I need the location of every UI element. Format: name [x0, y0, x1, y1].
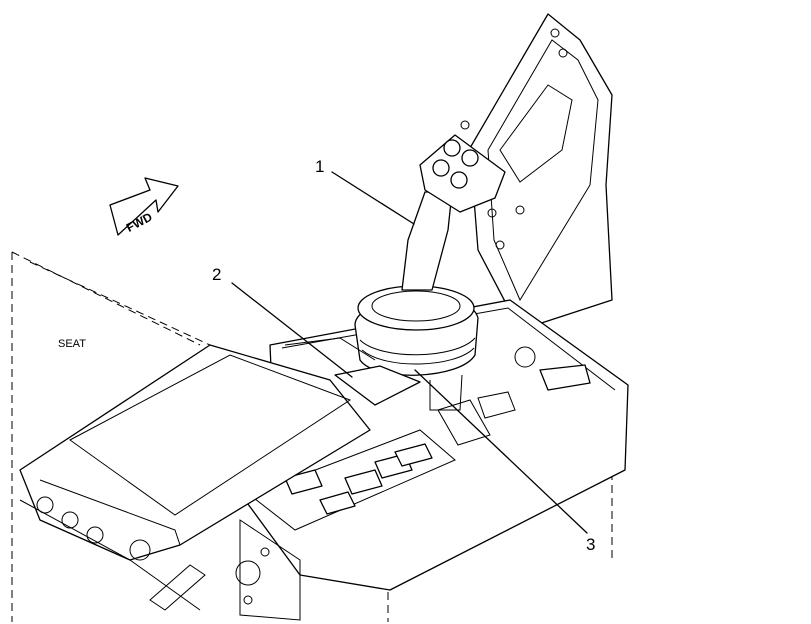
seat-label: SEAT — [58, 338, 86, 350]
callout-3: 3 — [586, 535, 595, 554]
armrest — [19, 344, 371, 611]
callout-leaders — [231, 171, 588, 534]
joystick-handle — [401, 134, 506, 291]
decal-plate — [284, 337, 421, 406]
fwd-arrow-icon: FWD — [109, 177, 179, 236]
callout-2: 2 — [212, 265, 221, 284]
grip-buttons — [432, 139, 479, 189]
console-pillar — [460, 13, 613, 331]
joystick-base — [354, 285, 479, 411]
callout-1: 1 — [315, 157, 324, 176]
